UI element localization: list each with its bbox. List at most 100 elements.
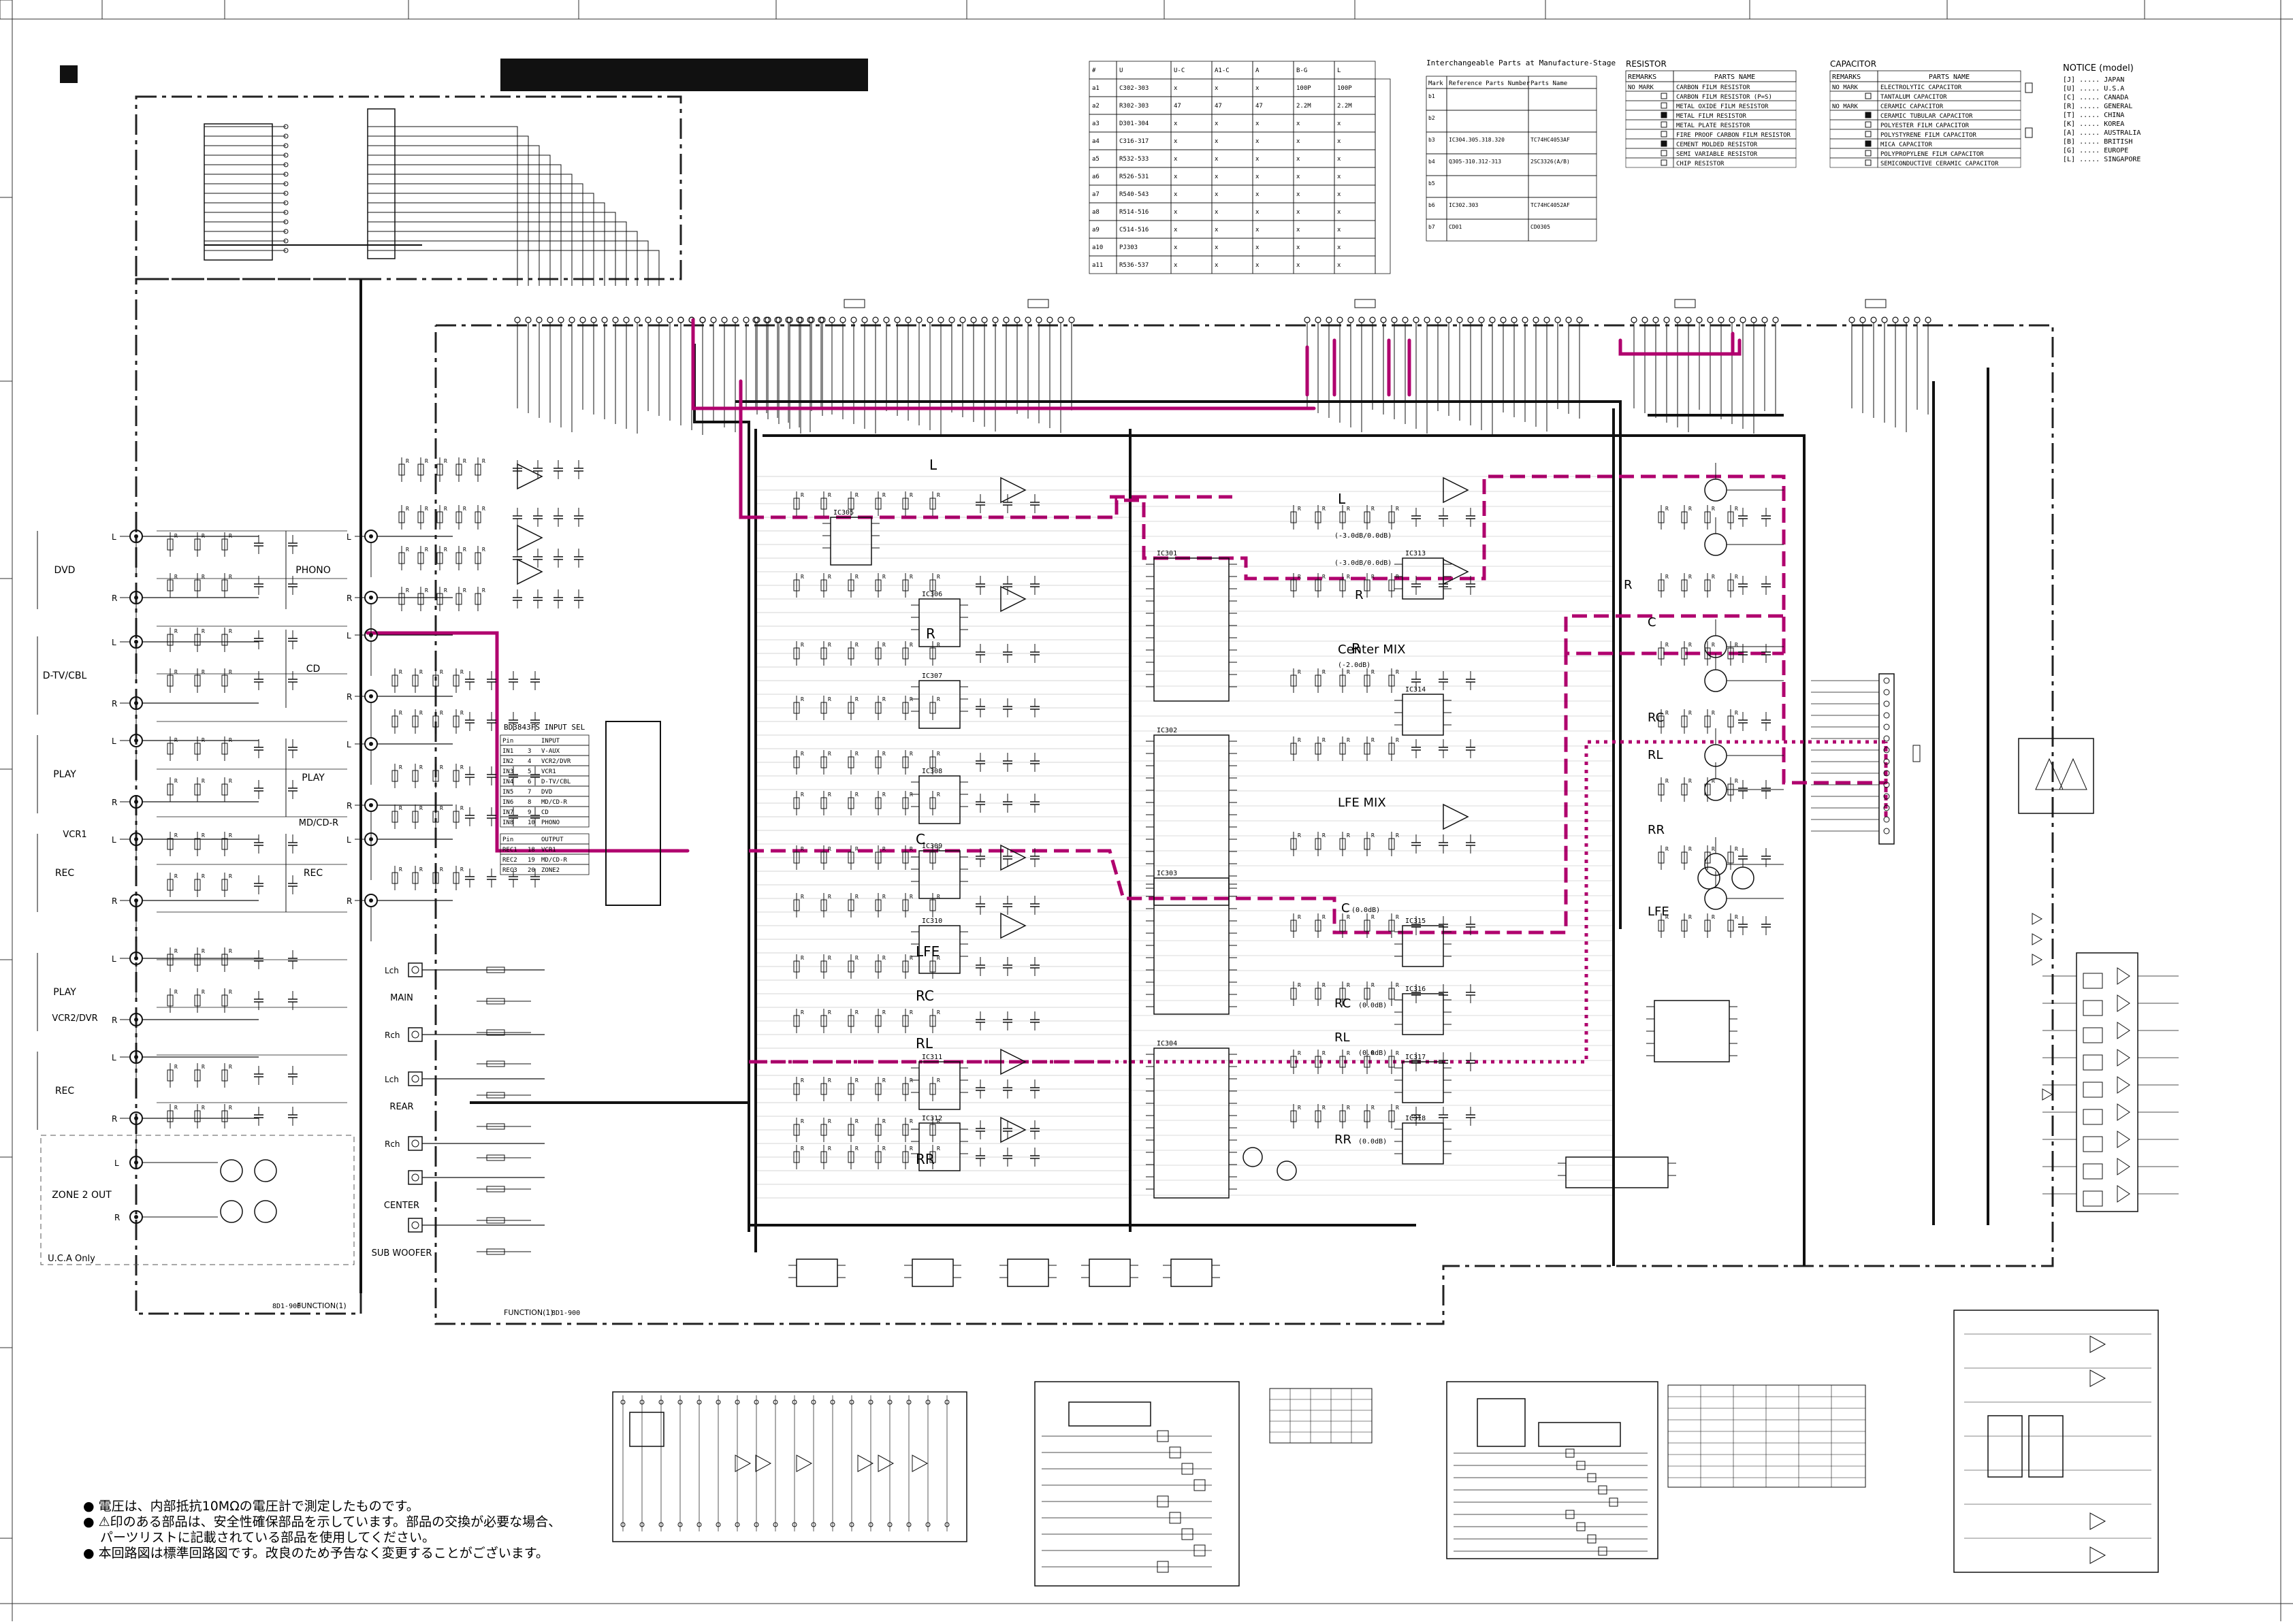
table-cell: IN2 bbox=[502, 758, 513, 765]
ic-label: IC304 bbox=[1157, 1040, 1177, 1048]
ic-label: IC314 bbox=[1405, 686, 1426, 694]
connector-pin bbox=[1883, 805, 1890, 811]
header-pin bbox=[1631, 316, 1637, 323]
inset-pin bbox=[716, 1399, 721, 1405]
part-ref: R bbox=[482, 547, 485, 553]
table-cell: D-TV/CBL bbox=[541, 779, 571, 785]
notice-model-table: NOTICE (model)[J] ..... JAPAN[U] ..... U… bbox=[2025, 63, 2140, 163]
logic-cell bbox=[1598, 1485, 1607, 1495]
ic-chip bbox=[918, 850, 961, 899]
output-channel-label: Lch bbox=[385, 966, 399, 975]
part-ref: R bbox=[1688, 642, 1692, 648]
jack-channel-label: L bbox=[347, 740, 351, 749]
table-value: x bbox=[1255, 156, 1260, 163]
part-ref: R bbox=[444, 506, 447, 512]
resistor bbox=[221, 743, 228, 755]
part-ref: R bbox=[1322, 1105, 1326, 1111]
ic-chip bbox=[912, 1258, 954, 1287]
part-ref: R bbox=[855, 1118, 859, 1124]
resistor bbox=[453, 770, 460, 782]
resistor bbox=[793, 899, 800, 911]
table-value: b1 bbox=[1428, 93, 1435, 99]
part-ref: R bbox=[1371, 1050, 1375, 1056]
part-ref: R bbox=[1371, 914, 1375, 920]
part-ref: R bbox=[399, 866, 402, 873]
table-value: x bbox=[1337, 262, 1341, 269]
connector-pin bbox=[1883, 747, 1890, 753]
table-cell bbox=[1528, 131, 1597, 155]
resistor bbox=[221, 579, 228, 591]
wire bbox=[422, 126, 518, 286]
header-pin bbox=[732, 316, 739, 323]
part-ref: R bbox=[828, 1146, 831, 1152]
resistor bbox=[398, 511, 405, 523]
table-value: x bbox=[1174, 209, 1178, 216]
table-cell: MD/CD-R bbox=[541, 799, 568, 806]
resistor bbox=[167, 879, 174, 891]
resistor bbox=[1681, 783, 1688, 796]
table-value: METAL OXIDE FILM RESISTOR bbox=[1676, 103, 1769, 110]
part-ref: R bbox=[419, 764, 423, 770]
header-pin bbox=[558, 316, 564, 323]
part-ref: R bbox=[1322, 982, 1326, 988]
resistor bbox=[793, 797, 800, 809]
connector-pin bbox=[1883, 758, 1890, 765]
part-ref: R bbox=[1665, 642, 1669, 648]
header-pin bbox=[970, 316, 977, 323]
resistor bbox=[875, 702, 882, 714]
table-cell: 7 bbox=[528, 789, 531, 796]
part-ref: R bbox=[425, 547, 428, 553]
buffer-gate bbox=[2032, 954, 2043, 966]
part-ref: R bbox=[937, 792, 940, 798]
resistor bbox=[1704, 920, 1711, 932]
table-value: CARBON FILM RESISTOR (P=S) bbox=[1676, 94, 1772, 101]
resistor bbox=[1315, 920, 1321, 932]
legend-symbol bbox=[1661, 140, 1667, 147]
notice-row: [G] ..... EUROPE bbox=[2063, 147, 2128, 155]
resistor bbox=[1658, 579, 1665, 591]
table-cell: V-AUX bbox=[541, 748, 560, 755]
header-pin bbox=[1036, 316, 1042, 323]
mix-note: (0.0dB) bbox=[1358, 1138, 1387, 1146]
resistor bbox=[486, 1154, 505, 1161]
inset-pin bbox=[906, 1522, 912, 1527]
output-jack bbox=[408, 962, 423, 977]
part-ref: R bbox=[1322, 737, 1326, 743]
channel-label: RL bbox=[916, 1035, 933, 1052]
part-ref: R bbox=[828, 642, 831, 648]
resistor bbox=[848, 498, 854, 510]
ic-chip bbox=[918, 680, 961, 729]
resistor bbox=[820, 498, 827, 510]
notice-row: [C] ..... CANADA bbox=[2063, 94, 2128, 101]
table-cell: IN5 bbox=[502, 789, 513, 796]
part-ref: R bbox=[1298, 832, 1301, 839]
wire bbox=[422, 193, 594, 286]
table-value: 47 bbox=[1255, 103, 1263, 110]
resistor bbox=[875, 498, 882, 510]
op-amp bbox=[517, 463, 543, 490]
ic-label: IC307 bbox=[922, 672, 942, 680]
table-value: x bbox=[1255, 209, 1260, 216]
resistor bbox=[1388, 511, 1395, 523]
resistor bbox=[1681, 715, 1688, 728]
part-ref: R bbox=[1665, 506, 1669, 512]
pin bbox=[283, 191, 289, 196]
ic-chip bbox=[1402, 925, 1444, 967]
header-pin bbox=[547, 316, 554, 323]
jack-group-label: CD bbox=[306, 664, 321, 675]
table-cell bbox=[1528, 218, 1597, 242]
inset-pin bbox=[639, 1399, 645, 1405]
part-ref: R bbox=[1347, 574, 1350, 580]
part-ref: R bbox=[1688, 710, 1692, 716]
resistor bbox=[1339, 1056, 1346, 1068]
output-channel-label: Lch bbox=[385, 1075, 399, 1084]
channel-label: RR bbox=[1334, 1133, 1351, 1147]
ic-chip bbox=[1153, 877, 1230, 1015]
resistor bbox=[475, 552, 481, 564]
part-ref: R bbox=[801, 1146, 804, 1152]
part-ref: R bbox=[937, 846, 940, 852]
part-ref: R bbox=[1396, 669, 1399, 675]
table-cell: 6 bbox=[528, 779, 531, 785]
resistor bbox=[221, 838, 228, 850]
